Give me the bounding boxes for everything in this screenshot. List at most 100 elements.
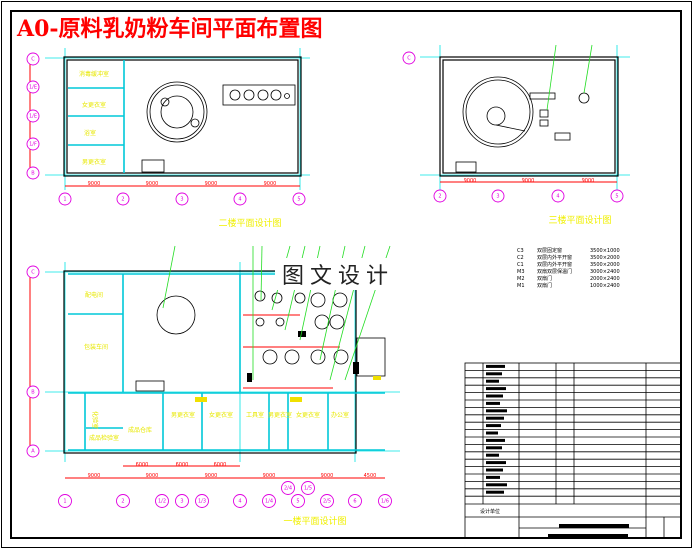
axis-bubbles-floor2: C 1/E 1/E 1/F B 1 2 3 4 5 [26, 52, 306, 206]
legend-code: M2 [517, 276, 525, 282]
title-block-entry [486, 424, 501, 428]
room-label: 化验室 [91, 411, 99, 429]
axis-label: 3 [180, 499, 183, 505]
title-block-label: 设计单位 [480, 508, 500, 515]
title-block-entry [486, 364, 505, 368]
legend-size: 2000×2400 [590, 276, 620, 282]
axis-label: 1/5 [304, 486, 312, 492]
axis-label: 4 [238, 197, 241, 203]
room-label: 配电间 [85, 291, 103, 299]
axis-label: 1 [63, 197, 66, 203]
drawing-title: A0-原料乳奶粉车间平面布置图 [16, 16, 323, 42]
dimension-label: 9000 [205, 181, 218, 187]
legend-code: C1 [517, 262, 524, 268]
axis-label: 1/2 [158, 499, 166, 505]
legend-size: 3000×2400 [590, 269, 620, 275]
legend-size: 3500×2000 [590, 255, 620, 261]
title-block-entry [486, 468, 503, 472]
dimension-label: 9000 [464, 178, 477, 184]
legend-code: M1 [517, 283, 525, 289]
legend-code: C3 [517, 248, 524, 254]
floor3-caption: 三楼平面设计图 [548, 214, 611, 226]
room-label: 女更衣室 [296, 411, 320, 419]
title-block-entry [486, 387, 506, 391]
dimension-label: 9000 [263, 473, 276, 479]
axis-label: 4 [556, 194, 559, 200]
dimension-label: 9000 [582, 178, 595, 184]
dimension-label: 9000 [146, 181, 159, 187]
axis-label: 5 [296, 499, 299, 505]
axis-label: B [31, 171, 35, 177]
title-block-entry [486, 394, 503, 398]
axis-label: 1 [63, 499, 66, 505]
title-block-entry [486, 401, 500, 405]
axis-label: 6 [353, 499, 356, 505]
axis-label: 2/5 [323, 499, 331, 505]
title-block-entry [486, 409, 507, 413]
dimension-label: 9000 [88, 181, 101, 187]
title-block-entry [486, 379, 499, 383]
axis-label: 2 [121, 499, 124, 505]
room-label: 女更衣室 [82, 101, 106, 109]
axis-label: 2/4 [284, 486, 292, 492]
room-label: 成品仓库 [128, 426, 152, 434]
axis-label: 1/4 [265, 499, 273, 505]
watermark: 图文设计 [282, 264, 394, 289]
axis-label: C [407, 56, 411, 62]
room-label: 消毒缓冲室 [79, 70, 109, 78]
legend-size: 1000×2400 [590, 283, 620, 289]
dimension-label: 9000 [205, 473, 218, 479]
axis-label: 5 [615, 194, 618, 200]
axis-label: 1/E [29, 85, 37, 91]
room-label: 包装车间 [84, 343, 108, 351]
axis-label: B [31, 390, 35, 396]
floor2-caption: 二楼平面设计图 [218, 217, 281, 229]
legend-name: 双扇门 [537, 275, 552, 282]
title-block-entry [486, 438, 505, 442]
floor2-plan: 消毒缓冲室 女更衣室 浴室 男更衣室 9000 9000 9000 9000 C… [26, 48, 310, 229]
title-block-entry [486, 446, 502, 450]
dimension-label: 9000 [146, 473, 159, 479]
title-block-entry [486, 490, 504, 494]
title-block-entry [486, 372, 502, 376]
legend-size: 3500×2000 [590, 262, 620, 268]
title-block-entry [486, 461, 506, 465]
legend-code: M3 [517, 269, 525, 275]
legend-name: 双层内外平开窗 [537, 261, 572, 268]
axis-bubbles-floor1: C B A 1 2 1/2 3 1/3 4 1/4 2/4 5 1/5 2/5 … [26, 265, 392, 508]
axis-label: 1/6 [381, 499, 389, 505]
legend-code: C2 [517, 255, 524, 261]
dimension-label: 9000 [321, 473, 334, 479]
room-label: 办公室 [331, 411, 349, 419]
axis-label: 1/F [29, 142, 37, 148]
title-block-entry [486, 431, 498, 435]
axis-label: 3 [180, 197, 183, 203]
legend-name: 双扇门 [537, 282, 552, 289]
room-label: 浴室 [84, 129, 96, 137]
title-block-entry [486, 453, 499, 457]
title-block: 设计单位 [464, 362, 682, 539]
room-label: 女更衣室 [209, 411, 233, 419]
dimension-label: 4500 [364, 473, 377, 479]
room-label: 男更衣室 [171, 411, 195, 419]
axis-label: 5 [297, 197, 300, 203]
legend-name: 双扇双层保温门 [537, 268, 572, 275]
dimension-label: 9000 [264, 181, 277, 187]
axis-label: 1/3 [198, 499, 206, 505]
axis-label: A [31, 449, 35, 455]
dimension-label: 6000 [136, 462, 149, 468]
axis-label: 4 [238, 499, 241, 505]
floor3-plan: 9000 9000 9000 C 2 3 4 5 三楼平面设计图 [402, 44, 630, 226]
dimension-label: 9000 [522, 178, 535, 184]
legend-size: 3500×1000 [590, 248, 620, 254]
dimension-label: 6000 [176, 462, 189, 468]
axis-label: 2 [121, 197, 124, 203]
room-label: 工具室 [246, 411, 264, 419]
room-label: 成品检验室 [89, 434, 119, 442]
legend-name: 双层固定窗 [537, 247, 562, 254]
axis-label: 3 [496, 194, 499, 200]
room-label: 男更衣室 [82, 158, 106, 166]
dimension-label: 9000 [88, 473, 101, 479]
